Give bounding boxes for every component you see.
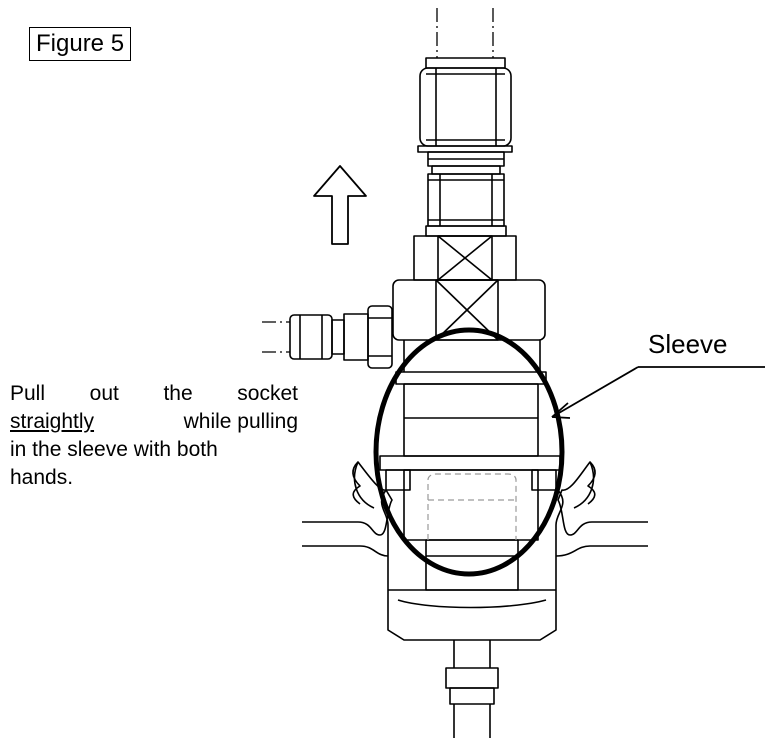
instruction-line-3: in the sleeve with both xyxy=(10,438,218,461)
instruction-text: Pull out the socket straightly while pul… xyxy=(10,380,298,492)
wrench-flat xyxy=(413,235,517,281)
sleeve-highlight-circle xyxy=(373,327,565,577)
instruction-line-2: straightly while pulling xyxy=(10,408,298,436)
mounting-panel-right xyxy=(555,461,648,557)
threaded-body xyxy=(425,151,507,237)
hidden-plug-outline xyxy=(427,473,517,540)
mounting-panel-left xyxy=(302,461,393,557)
emphasis-straightly: straightly xyxy=(10,410,95,433)
side-port-fitting xyxy=(262,305,393,369)
receptacle-base xyxy=(379,455,564,641)
instruction-line-1: Pull out the socket xyxy=(10,382,298,405)
sleeve-callout-leader xyxy=(551,366,765,419)
up-arrow-icon xyxy=(313,165,367,245)
figure-label: Figure 5 xyxy=(29,27,132,61)
lower-hose xyxy=(445,640,499,738)
socket-main-body xyxy=(392,279,546,341)
upper-hex-nut xyxy=(417,57,513,153)
sleeve-body xyxy=(395,340,547,457)
upper-hose-phantom xyxy=(436,8,494,58)
instruction-line-4: hands. xyxy=(10,466,74,489)
sleeve-callout-label: Sleeve xyxy=(648,329,728,359)
